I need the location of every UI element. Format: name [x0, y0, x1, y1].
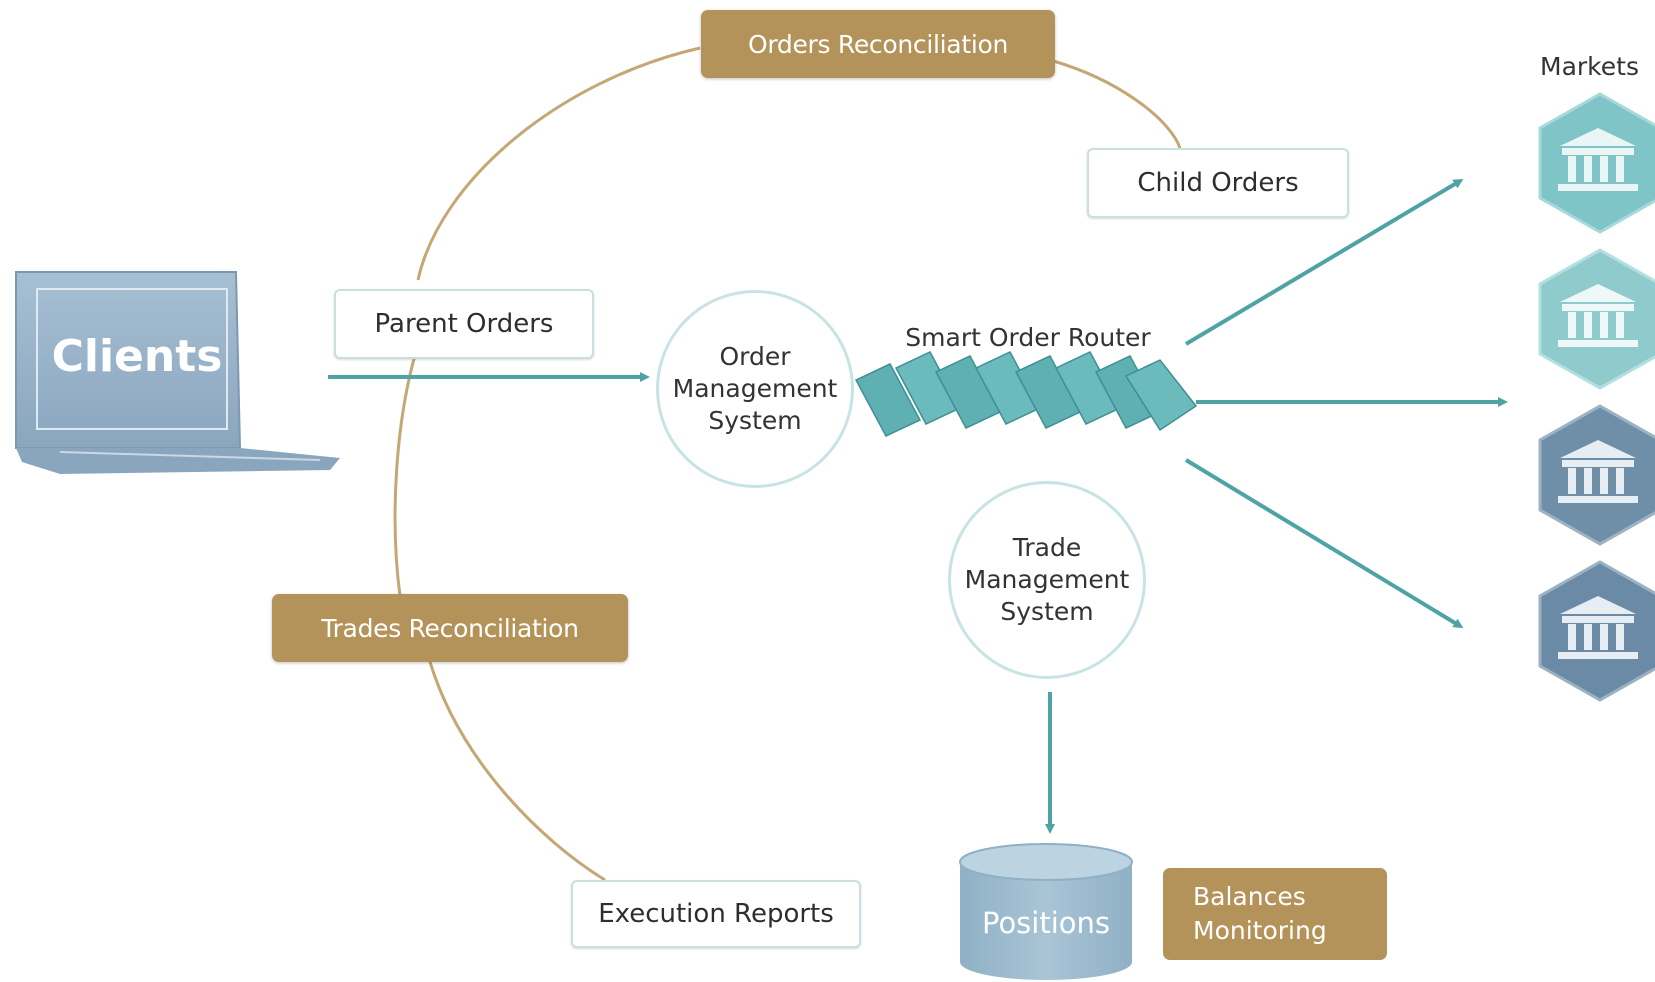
child-orders-label: Child Orders [1087, 148, 1349, 218]
markets-label: Markets [1540, 51, 1639, 81]
clients-label: Clients [51, 330, 223, 382]
reconciliation-arc-left [393, 344, 420, 597]
execution-reports-label: Execution Reports [571, 880, 861, 948]
router-to-market-1-arrow [1184, 178, 1464, 346]
router-blades-icon [854, 351, 1198, 437]
market-icon-1 [1538, 92, 1655, 234]
laptop-icon [15, 271, 340, 474]
market-icon-3 [1538, 404, 1655, 546]
trades-reconciliation-label: Trades Reconciliation [272, 594, 628, 662]
order-management-system-node: Order Management System [656, 290, 854, 488]
smart-order-router-label: Smart Order Router [905, 322, 1151, 352]
parent-orders-label: Parent Orders [334, 289, 594, 359]
tms-line-3: System [1000, 597, 1094, 626]
router-to-market-3-arrow [1184, 458, 1464, 629]
orders-reconciliation-label: Orders Reconciliation [701, 10, 1055, 78]
balances-monitoring-label: Balances Monitoring [1163, 868, 1387, 960]
tms-line-1: Trade [1012, 533, 1082, 562]
market-icon-4 [1538, 560, 1655, 702]
trade-management-system-node: Trade Management System [948, 481, 1146, 679]
oms-line-2: Management [672, 374, 838, 403]
reconciliation-arc-bottom [428, 661, 606, 882]
balances-line-2: Monitoring [1193, 916, 1327, 945]
reconciliation-arc-right [1049, 58, 1182, 149]
market-icon-2 [1538, 248, 1655, 390]
reconciliation-arc [416, 46, 701, 281]
oms-line-3: System [708, 406, 802, 435]
positions-label: Positions [981, 906, 1111, 940]
oms-line-1: Order [719, 342, 791, 371]
database-cylinder-icon [959, 843, 1133, 980]
tms-line-2: Management [964, 565, 1130, 594]
balances-line-1: Balances [1193, 882, 1306, 911]
